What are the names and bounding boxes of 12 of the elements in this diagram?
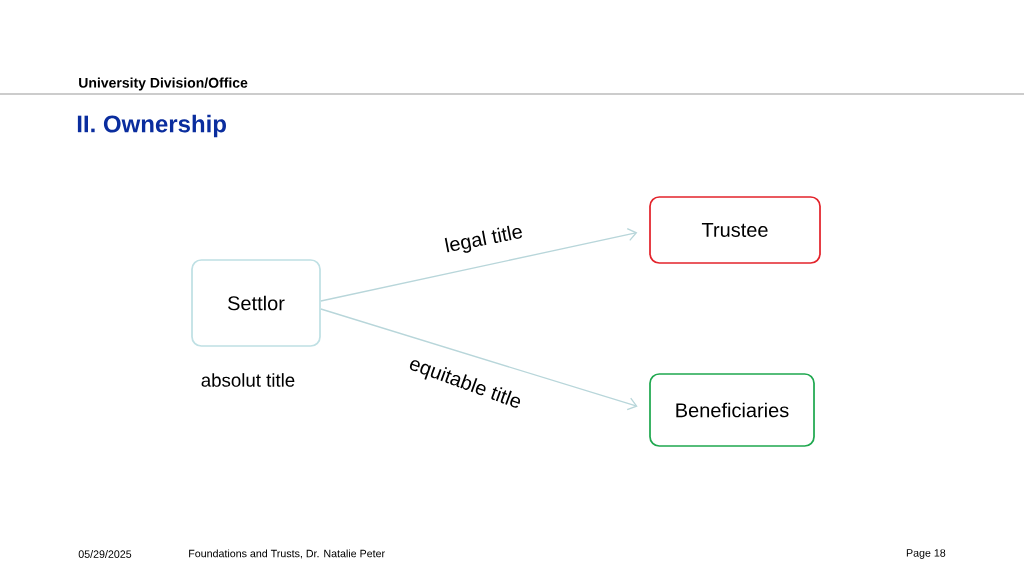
process-box: Trustee [649,196,821,264]
arrow [320,227,638,302]
arrow [320,308,638,411]
edge-label: legal title [444,225,523,253]
page-number: Page 18 [906,549,946,559]
footer-date: 05/29/2025 [78,550,132,558]
label-text: University Division/Office [79,77,248,91]
process-box: Beneficiaries [649,373,815,447]
node-caption: absolut title [201,373,295,387]
footer-text: Foundations and Trusts, Dr. Natalie Peter [189,549,385,559]
process-box: Settlor [191,259,321,347]
slide-title: II. Ownership [77,114,226,138]
